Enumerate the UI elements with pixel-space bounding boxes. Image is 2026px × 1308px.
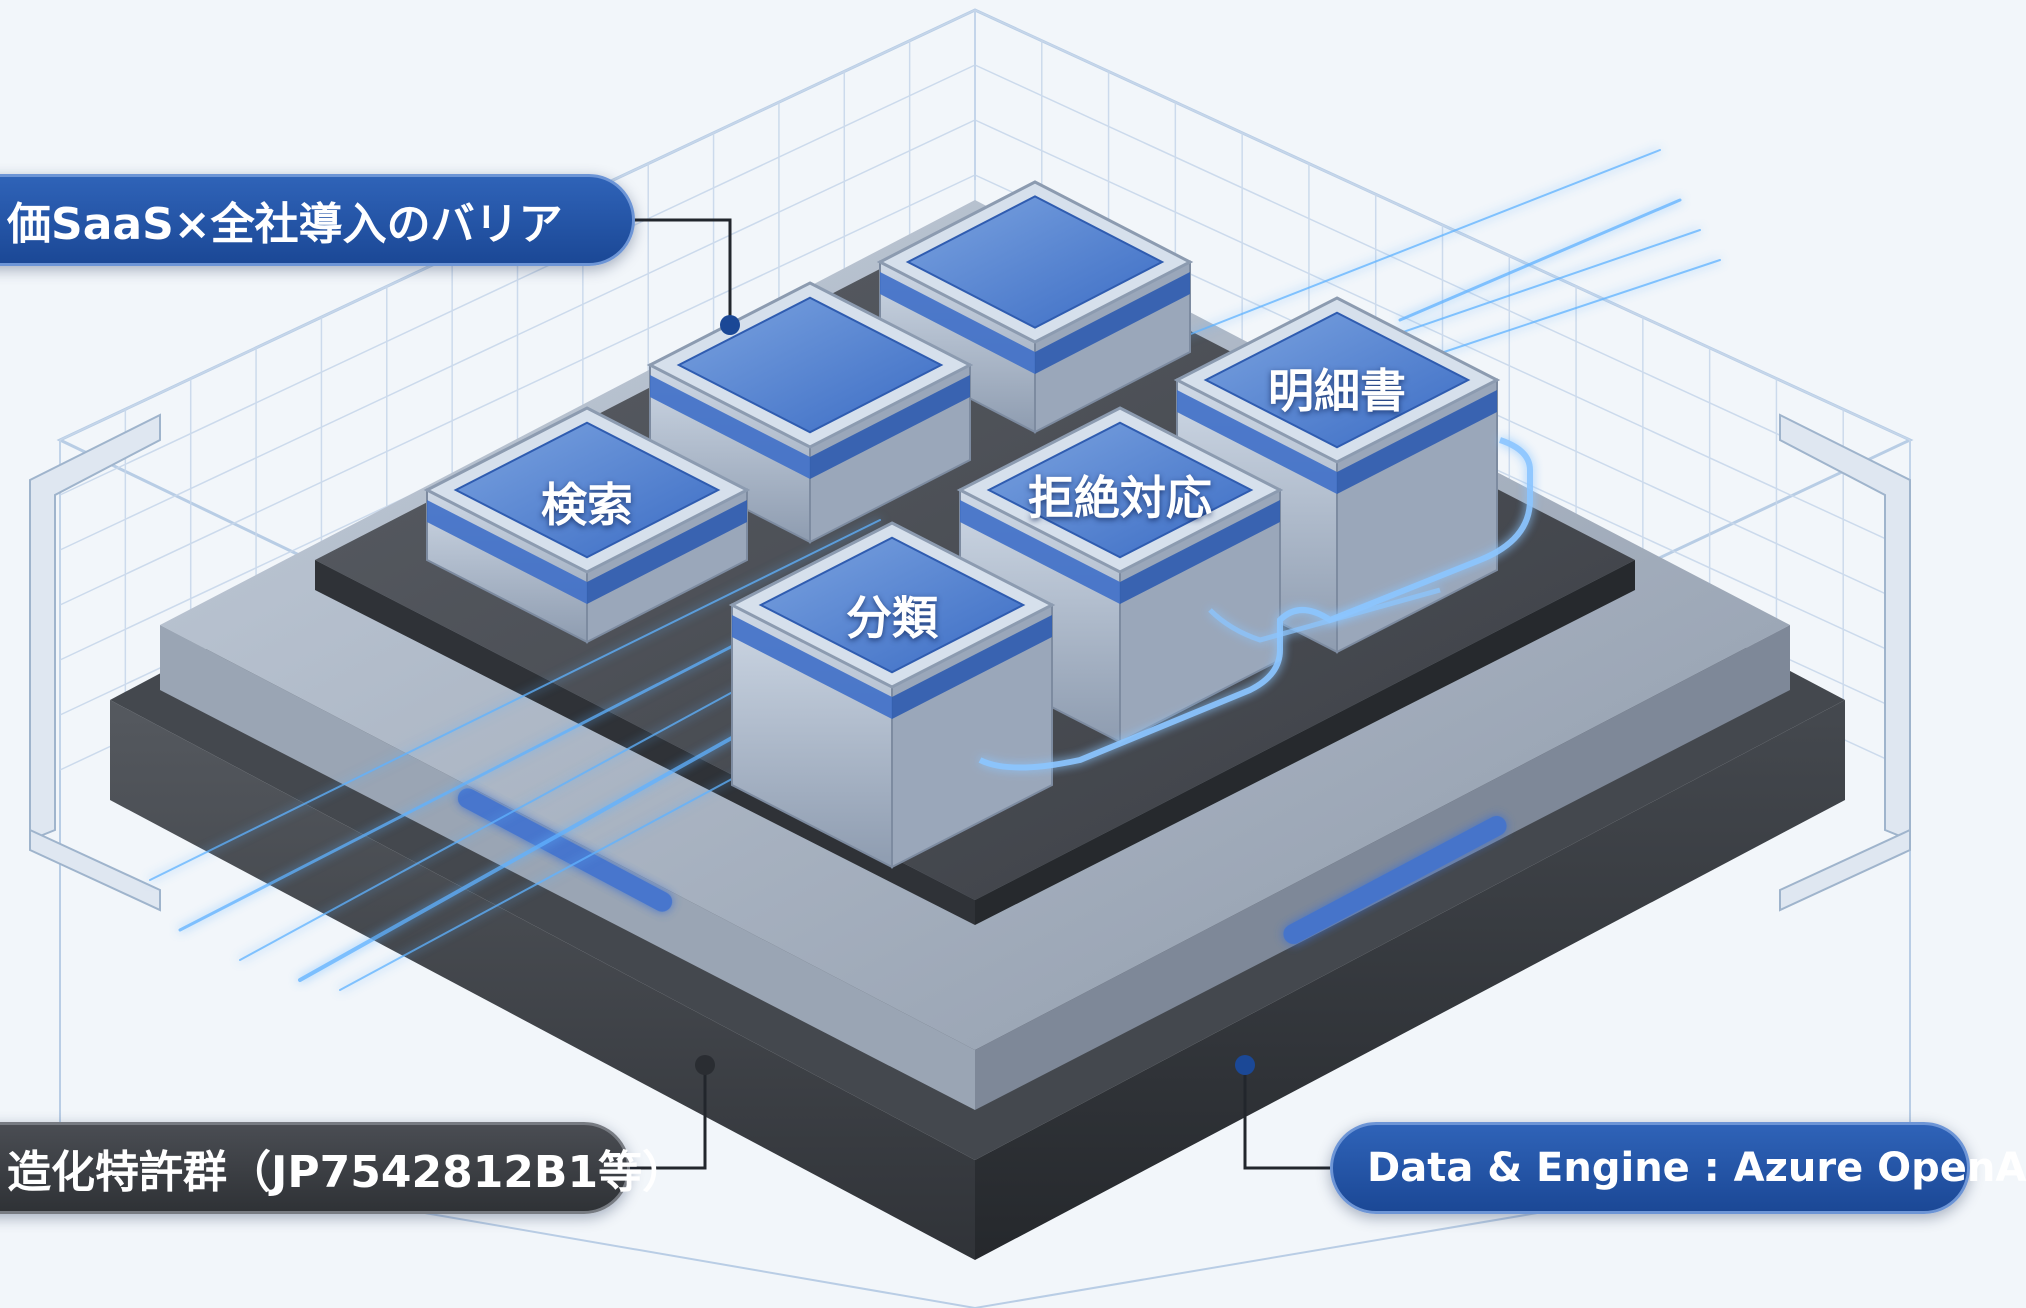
block-band bbox=[587, 500, 747, 604]
grid-line bbox=[974, 119, 1911, 551]
block-top-left bbox=[646, 281, 974, 544]
module-label-specification: 明細書 bbox=[1268, 364, 1406, 418]
leader-lines bbox=[630, 218, 1330, 1170]
light-stream bbox=[1379, 229, 1701, 341]
patent-label: 造化特許群（JP7542812B1等） bbox=[0, 1122, 686, 1214]
grid-line bbox=[59, 174, 976, 606]
block-glass bbox=[986, 421, 1254, 559]
block-band bbox=[650, 375, 810, 479]
light-stream bbox=[1149, 149, 1661, 351]
block-band bbox=[427, 500, 587, 604]
block-band bbox=[732, 615, 892, 719]
leader-dots bbox=[695, 315, 1255, 1075]
block-glass bbox=[905, 195, 1165, 329]
block-band bbox=[960, 500, 1120, 604]
module-label-classification: 分類 bbox=[846, 591, 938, 645]
engine-label: Data & Engine : Azure OpenA bbox=[1330, 1122, 2026, 1214]
grid-line bbox=[59, 119, 976, 551]
block-band bbox=[1035, 272, 1190, 374]
block-glass bbox=[758, 536, 1026, 674]
block-classification bbox=[728, 521, 1056, 869]
module-blocks bbox=[423, 180, 1501, 869]
grid-line bbox=[59, 64, 976, 496]
grid-line bbox=[974, 9, 1911, 441]
block-glass bbox=[676, 296, 944, 434]
block-band bbox=[1177, 390, 1337, 494]
block-band bbox=[1337, 390, 1497, 494]
circuit-path bbox=[978, 437, 1533, 771]
barrier-label-text: 価SaaS×全社導入のバリア bbox=[7, 199, 563, 250]
grid-line bbox=[974, 64, 1911, 496]
light-stream bbox=[149, 519, 881, 881]
block-glass bbox=[1203, 311, 1471, 449]
block-search bbox=[423, 406, 751, 644]
patent-label-text: 造化特許群（JP7542812B1等） bbox=[7, 1147, 687, 1198]
block-band bbox=[1120, 500, 1280, 604]
engine-label-text: Data & Engine : Azure OpenA bbox=[1367, 1145, 2026, 1191]
module-label-search: 検索 bbox=[541, 478, 633, 532]
light-stream bbox=[1419, 259, 1721, 361]
module-label-rejection: 拒絶対応 bbox=[1028, 471, 1212, 525]
platform-diagram bbox=[29, 8, 1914, 1308]
barrier-label: 価SaaS×全社導入のバリア bbox=[0, 174, 635, 266]
block-band bbox=[892, 615, 1052, 719]
block-band bbox=[810, 375, 970, 479]
circuit-path-2 bbox=[1208, 587, 1441, 643]
block-glass bbox=[453, 421, 721, 559]
light-stream bbox=[1398, 198, 1682, 322]
block-band bbox=[880, 272, 1035, 374]
block-back bbox=[876, 180, 1194, 434]
